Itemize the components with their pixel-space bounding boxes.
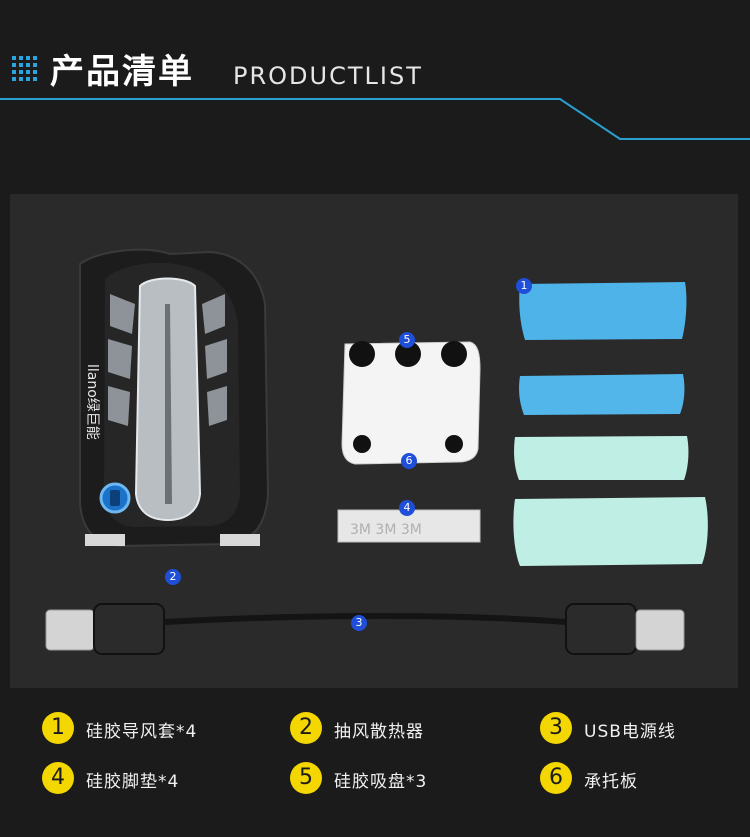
legend-label: 硅胶脚垫*4	[86, 772, 180, 792]
product-legend: 1 硅胶导风套*4 2 抽风散热器 3 USB电源线 4 硅胶脚垫*4 5 硅胶…	[0, 700, 750, 837]
legend-label: 硅胶吸盘*3	[334, 772, 428, 792]
cooler-fan-image: llano绿巨能	[79, 248, 270, 548]
legend-number: 1	[42, 712, 74, 744]
legend-label: 硅胶导风套*4	[86, 722, 198, 742]
page-title: 产品清单	[50, 52, 194, 92]
silicone-duct-images	[513, 282, 708, 566]
dot-grid-icon	[12, 56, 37, 81]
support-plate-image	[341, 341, 481, 465]
accent-line	[0, 98, 750, 140]
page-subtitle: PRODUCTLIST	[233, 62, 423, 90]
usb-cable-image	[45, 603, 685, 655]
legend-number: 4	[42, 762, 74, 794]
legend-number: 6	[540, 762, 572, 794]
badge-1: 1	[516, 278, 532, 294]
legend-label: 承托板	[584, 772, 638, 792]
page-header: 产品清单 PRODUCTLIST	[0, 0, 750, 150]
legend-label: 抽风散热器	[334, 722, 424, 742]
legend-number: 5	[290, 762, 322, 794]
legend-number: 2	[290, 712, 322, 744]
badge-6: 6	[401, 453, 417, 469]
badge-4: 4	[399, 500, 415, 516]
brand-text: llano绿巨能	[84, 364, 100, 440]
legend-number: 3	[540, 712, 572, 744]
legend-label: USB电源线	[584, 722, 676, 742]
svg-text:3M 3M 3M: 3M 3M 3M	[350, 522, 422, 538]
badge-3: 3	[351, 615, 367, 631]
badge-5: 5	[399, 332, 415, 348]
product-panel: llano绿巨能 3M 3M 3M	[10, 194, 738, 688]
badge-2: 2	[165, 569, 181, 585]
